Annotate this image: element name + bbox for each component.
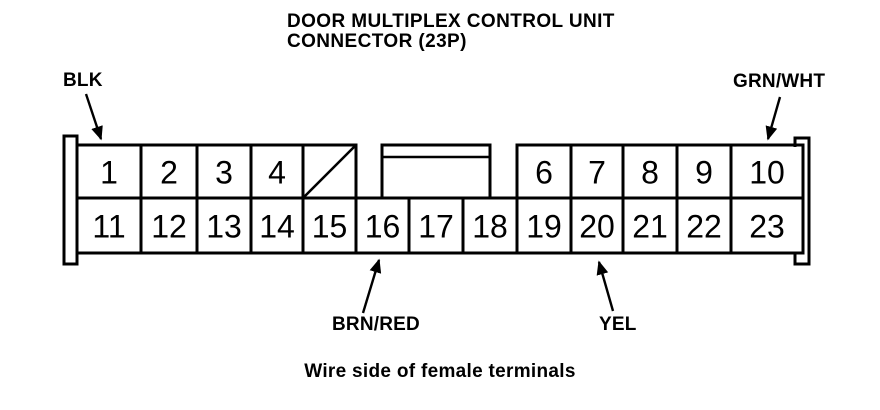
- title-line-2: CONNECTOR (23P): [287, 31, 467, 52]
- wire-label-yel: YEL: [599, 314, 637, 335]
- terminal-number: 23: [749, 209, 785, 245]
- terminal-number: 14: [259, 209, 295, 245]
- diagram-caption: Wire side of female terminals: [304, 361, 576, 382]
- terminal-cell: 9: [675, 143, 733, 200]
- connector-ear-right: [793, 136, 811, 266]
- terminal-number: 20: [579, 209, 615, 245]
- grn-wht-arrow-icon: [765, 96, 782, 141]
- terminal-cell: 1: [75, 143, 143, 200]
- terminal-cell: 15: [301, 196, 358, 255]
- terminal-cell: 16: [354, 196, 411, 255]
- terminal-cell: 18: [461, 196, 519, 255]
- terminal-number: 16: [365, 209, 401, 245]
- terminal-cell: 12: [139, 196, 199, 255]
- terminal-cell: 8: [621, 143, 679, 200]
- terminal-number: 15: [312, 209, 348, 245]
- terminal-cell: 22: [675, 196, 733, 255]
- terminal-number: 1: [100, 155, 118, 191]
- terminal-cell: 6: [515, 143, 573, 200]
- terminal-cell: 7: [569, 143, 625, 200]
- connector-ear-left: [62, 134, 79, 266]
- terminal-cell: 17: [407, 196, 465, 255]
- terminal-number: 4: [268, 155, 286, 191]
- terminal-cell: 13: [195, 196, 253, 255]
- terminal-cell: 2: [139, 143, 199, 200]
- terminal-cell: [301, 143, 358, 200]
- terminal-number: 17: [418, 209, 454, 245]
- blk-arrow-icon: [84, 93, 103, 141]
- terminal-number: 18: [472, 209, 508, 245]
- terminal-number: 13: [206, 209, 242, 245]
- terminal-number: 7: [588, 155, 606, 191]
- terminal-cell: 21: [621, 196, 679, 255]
- terminal-number: 8: [641, 155, 659, 191]
- terminal-number: 21: [632, 209, 668, 245]
- terminal-cell: 3: [195, 143, 253, 200]
- terminal-number: 10: [749, 155, 785, 191]
- brn-red-arrow-icon: [361, 258, 382, 314]
- blocked-terminal-slash-icon: [302, 144, 357, 199]
- terminal-number: 6: [535, 155, 553, 191]
- terminal-number: 9: [695, 155, 713, 191]
- wire-label-brn-red: BRN/RED: [332, 314, 420, 335]
- terminal-cell: 23: [729, 196, 805, 255]
- terminal-number: 22: [686, 209, 722, 245]
- terminal-cell: 11: [75, 196, 143, 255]
- terminal-cell: 19: [515, 196, 573, 255]
- terminal-cell: 4: [249, 143, 305, 200]
- wire-label-blk: BLK: [63, 70, 103, 91]
- page-title: DOOR MULTIPLEX CONTROL UNIT CONNECTOR (2…: [287, 12, 615, 52]
- title-line-1: DOOR MULTIPLEX CONTROL UNIT: [287, 11, 615, 32]
- connector-key: [380, 143, 492, 200]
- terminal-cell: 14: [249, 196, 305, 255]
- terminal-number: 12: [151, 209, 187, 245]
- terminal-number: 19: [526, 209, 562, 245]
- terminal-cell: 10: [729, 143, 805, 200]
- terminal-cell: 20: [569, 196, 625, 255]
- terminal-number: 3: [215, 155, 233, 191]
- terminal-number: 2: [160, 155, 178, 191]
- yel-arrow-icon: [596, 260, 615, 312]
- wire-label-grn-wht: GRN/WHT: [733, 71, 826, 92]
- terminal-number: 11: [92, 209, 125, 245]
